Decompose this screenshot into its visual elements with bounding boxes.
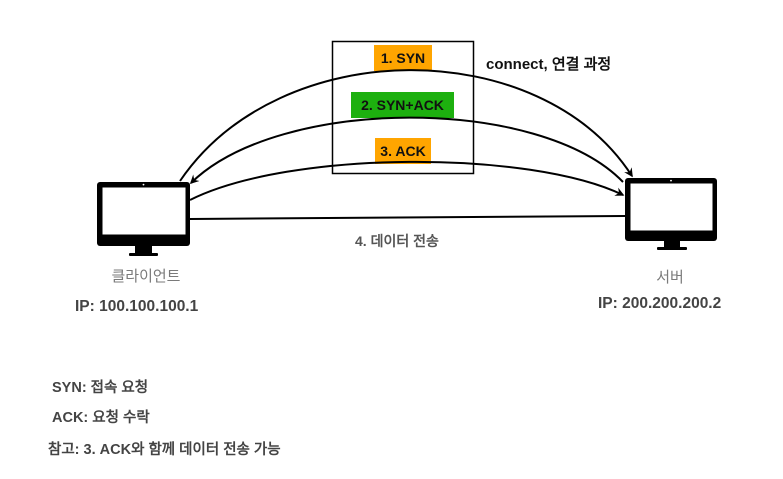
data-transfer-label: 4. 데이터 전송 (355, 233, 439, 249)
step-ack-label: 3. ACK (375, 138, 431, 164)
legend-syn: SYN: 접속 요청 (52, 380, 149, 396)
legend-ack: ACK: 요청 수락 (52, 410, 150, 426)
connect-label: connect, 연결 과정 (486, 56, 612, 73)
server-name: 서버 (656, 269, 684, 286)
server-monitor-icon (625, 178, 717, 250)
legend-note: 참고: 3. ACK와 함께 데이터 전송 가능 (48, 442, 281, 458)
step-syn-label: 1. SYN (374, 45, 432, 71)
ack-arrow (189, 160, 625, 201)
server-ip: IP: 200.200.200.2 (598, 295, 722, 312)
data-transfer-line (189, 215, 626, 220)
client-monitor-icon (97, 182, 190, 256)
syn-arrow (179, 69, 633, 182)
step-syn-ack-label: 2. SYN+ACK (351, 92, 454, 118)
client-ip: IP: 100.100.100.1 (75, 298, 199, 315)
client-name: 클라이언트 (111, 268, 181, 285)
